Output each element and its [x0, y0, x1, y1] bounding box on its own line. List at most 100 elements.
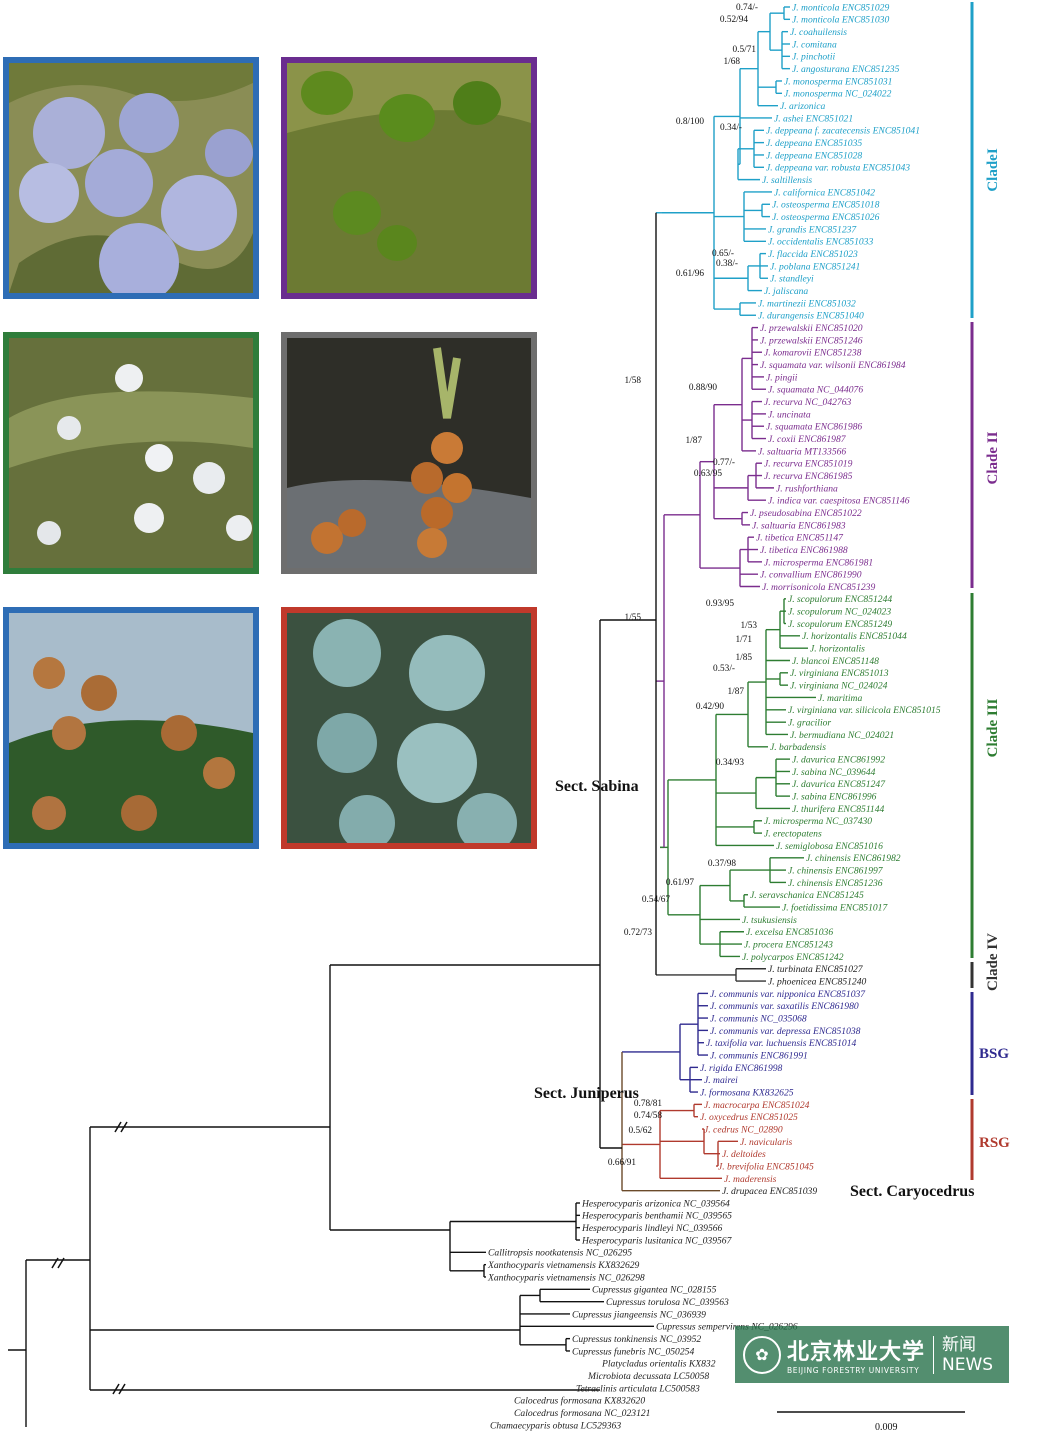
tip-label: Callitropsis nootkatensis NC_026295: [488, 1248, 632, 1259]
support-value: 1/87: [727, 687, 744, 697]
tip-label: Xanthocyparis vietnamensis KX832629: [487, 1260, 640, 1271]
tip-label: J. macrocarpa ENC851024: [704, 1100, 810, 1111]
tip-label: Tetraclinis articulata LC500583: [576, 1383, 700, 1394]
tip-label: J. deppeana ENC851028: [766, 150, 862, 161]
tip-label: J. arizonica: [780, 101, 826, 112]
tip-label: J. convallium ENC861990: [760, 570, 862, 581]
tip-label: J. communis var. depressa ENC851038: [710, 1026, 861, 1037]
tip-label: J. komarovii ENC851238: [764, 348, 862, 359]
support-value: 0.66/91: [608, 1158, 637, 1168]
support-value: 1/87: [685, 436, 702, 446]
support-value: 0.53/-: [713, 664, 735, 674]
support-value: 1/71: [735, 635, 752, 645]
tip-label: J. deppeana var. robusta ENC851043: [766, 163, 910, 174]
tip-label: Calocedrus formosana KX832620: [514, 1396, 645, 1407]
support-value: 0.38/-: [716, 259, 738, 269]
photo-blue-cones: [281, 607, 537, 849]
tip-label: J. scopulorum ENC851249: [788, 619, 892, 630]
tip-label: J. maritima: [818, 693, 862, 704]
tip-label: J. recurva ENC861985: [764, 471, 853, 482]
tip-label: J. squamata var. wilsonii ENC861984: [760, 360, 906, 371]
tip-label: Cupressus torulosa NC_039563: [606, 1297, 729, 1308]
tip-label: Platycladus orientalis KX832: [601, 1359, 716, 1370]
support-value: 0.8/100: [676, 117, 705, 127]
support-value: 0.5/62: [628, 1126, 652, 1136]
tip-label: J. martinezii ENC851032: [758, 298, 856, 309]
tip-label: J. chinensis ENC851236: [788, 878, 883, 889]
tip-label: J. squamata NC_044076: [768, 385, 863, 396]
tip-label: Hesperocyparis arizonica NC_039564: [581, 1198, 730, 1209]
tip-label: J. grandis ENC851237: [768, 224, 857, 235]
support-value: 0.52/94: [720, 15, 749, 25]
tip-label: Cupressus gigantea NC_028155: [592, 1285, 717, 1296]
tip-label: J. davurica ENC861992: [792, 755, 885, 766]
tip-label: J. osteosperma ENC851026: [772, 212, 880, 223]
tip-label: J. uncinata: [768, 409, 811, 420]
tip-label: J. sabina NC_039644: [792, 767, 876, 778]
tip-label: J. durangensis ENC851040: [758, 311, 864, 322]
support-value: 0.54/67: [642, 895, 671, 905]
tip-label: J. deltoides: [722, 1149, 766, 1160]
tip-label: J. horizontalis: [810, 644, 865, 655]
tip-label: J. coahuilensis: [790, 27, 847, 38]
tip-label: Hesperocyparis lusitanica NC_039567: [581, 1235, 733, 1246]
support-value: 0.88/90: [689, 383, 718, 393]
tip-label: J. cedrus NC_02890: [704, 1124, 783, 1135]
support-value: 0.37/98: [708, 859, 737, 869]
tip-label: J. brevifolia ENC851045: [718, 1161, 814, 1172]
tip-label: J. davurica ENC851247: [792, 779, 886, 790]
tip-label: J. excelsa ENC851036: [746, 927, 833, 938]
support-value: 0.42/90: [696, 702, 725, 712]
support-value: 0.65/-: [712, 249, 734, 259]
tip-label: J. formosana KX832625: [700, 1087, 794, 1098]
tip-label: J. saltuaria ENC861983: [752, 520, 846, 531]
tip-label: J. angosturana ENC851235: [792, 64, 900, 75]
section-sabina-label: Sect. Sabina: [555, 778, 639, 795]
support-value: 1/58: [624, 376, 641, 386]
support-value: 0.78/81: [634, 1099, 663, 1109]
tip-label: J. semiglobosa ENC851016: [776, 841, 883, 852]
support-value: 0.5/71: [732, 45, 756, 55]
juniper-green-berries-image: [287, 63, 531, 293]
tip-label: J. monticola ENC851030: [792, 15, 889, 26]
long-branch-break-marks: [51, 1121, 128, 1395]
photo-white-berries: [3, 332, 259, 574]
tip-label: J. recurva ENC851019: [764, 459, 853, 470]
tip-label: J. tibetica ENC861988: [760, 545, 848, 556]
news-watermark: ✿ 北京林业大学 BEIJING FORESTRY UNIVERSITY 新闻 …: [735, 1326, 1009, 1383]
support-value: 0.72/73: [624, 928, 653, 938]
support-value: 1/85: [735, 653, 752, 663]
tip-label: J. virginiana ENC851013: [790, 668, 889, 679]
tip-label: J. rushforthiana: [776, 483, 838, 494]
tip-label: J. squamata ENC861986: [766, 422, 862, 433]
tip-label: J. poblana ENC851241: [770, 261, 860, 272]
support-value: 1/55: [624, 613, 641, 623]
tip-label: J. erectopatens: [764, 829, 822, 840]
tip-label: J. communis var. nipponica ENC851037: [710, 989, 866, 1000]
tip-label: J. morrisonicola ENC851239: [762, 582, 875, 593]
tip-label: Xanthocyparis vietnamensis NC_026298: [487, 1272, 645, 1283]
tip-label: J. rigida ENC861998: [700, 1063, 783, 1074]
tip-label: J. scopulorum NC_024023: [788, 607, 891, 618]
tip-label: J. taxifolia var. luchuensis ENC851014: [706, 1038, 856, 1049]
tip-label: J. deppeana ENC851035: [766, 138, 862, 149]
photo-green-berries: [281, 57, 537, 299]
watermark-university-name: 北京林业大学: [787, 1340, 926, 1365]
tip-label: J. oxycedrus ENC851025: [700, 1112, 798, 1123]
tip-label: J. pinchotii: [792, 52, 835, 63]
tip-label: J. przewalskii ENC851246: [760, 335, 863, 346]
tip-label: Hesperocyparis lindleyi NC_039566: [581, 1223, 723, 1234]
tip-label: J. thurifera ENC851144: [792, 804, 884, 815]
tip-label: J. turbinata ENC851027: [768, 964, 864, 975]
tip-label: J. chinensis ENC861982: [806, 853, 901, 864]
tip-label: Microbiota decussata LC50058: [587, 1371, 709, 1382]
tip-label: J. osteosperma ENC851018: [772, 200, 880, 211]
support-value: 0.93/95: [706, 599, 735, 609]
tip-label: J. deppeana f. zacatecensis ENC851041: [766, 126, 920, 137]
tip-label: J. microsperma ENC861981: [764, 557, 873, 568]
watermark-news-cn: 新闻: [942, 1334, 977, 1355]
juniper-blue-cones-image: [287, 613, 531, 843]
tip-label: J. communis var. saxatilis ENC861980: [710, 1001, 859, 1012]
